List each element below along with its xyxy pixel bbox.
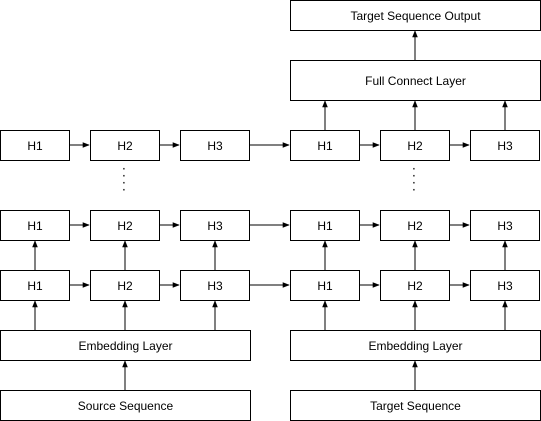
decoder-top-h3: H3 (470, 130, 540, 161)
node-label: H2 (407, 278, 423, 293)
node-label: H2 (117, 218, 133, 233)
node-label: H3 (497, 218, 513, 233)
encoder-bottom-h3: H3 (180, 270, 250, 301)
encoder-top-h2: H2 (90, 130, 160, 161)
decoder-embedding-label: Embedding Layer (368, 338, 463, 353)
decoder-top-h1: H1 (290, 130, 360, 161)
node-label: H3 (497, 138, 513, 153)
decoder-bottom-h2: H2 (380, 270, 450, 301)
encoder-bottom-h2: H2 (90, 270, 160, 301)
encoder-bottom-h1: H1 (0, 270, 70, 301)
decoder-mid-h2: H2 (380, 210, 450, 241)
decoder-ellipsis: · · · · (412, 162, 416, 197)
node-label: H1 (27, 138, 43, 153)
encoder-embedding-label: Embedding Layer (78, 338, 173, 353)
encoder-ellipsis: · · · · (122, 162, 126, 197)
node-label: H2 (117, 138, 133, 153)
node-label: H2 (117, 278, 133, 293)
decoder-embedding-layer-box: Embedding Layer (290, 330, 541, 361)
node-label: H2 (407, 218, 423, 233)
target-sequence-output-box: Target Sequence Output (290, 0, 541, 31)
encoder-mid-h3: H3 (180, 210, 250, 241)
node-label: H1 (27, 278, 43, 293)
target-sequence-output-label: Target Sequence Output (350, 8, 481, 23)
decoder-bottom-h1: H1 (290, 270, 360, 301)
target-sequence-label: Target Sequence (370, 398, 461, 413)
full-connect-layer-label: Full Connect Layer (365, 73, 466, 88)
decoder-mid-h1: H1 (290, 210, 360, 241)
source-sequence-box: Source Sequence (0, 390, 251, 421)
source-sequence-label: Source Sequence (77, 398, 174, 413)
target-sequence-box: Target Sequence (290, 390, 541, 421)
encoder-mid-h1: H1 (0, 210, 70, 241)
encoder-embedding-layer-box: Embedding Layer (0, 330, 251, 361)
node-label: H2 (407, 138, 423, 153)
encoder-mid-h2: H2 (90, 210, 160, 241)
node-label: H1 (27, 218, 43, 233)
full-connect-layer-box: Full Connect Layer (290, 60, 541, 101)
encoder-top-h1: H1 (0, 130, 70, 161)
node-label: H1 (317, 278, 333, 293)
decoder-bottom-h3: H3 (470, 270, 540, 301)
node-label: H3 (207, 218, 223, 233)
node-label: H3 (207, 138, 223, 153)
decoder-top-h2: H2 (380, 130, 450, 161)
node-label: H3 (207, 278, 223, 293)
node-label: H3 (497, 278, 513, 293)
node-label: H1 (317, 218, 333, 233)
node-label: H1 (317, 138, 333, 153)
encoder-top-h3: H3 (180, 130, 250, 161)
decoder-mid-h3: H3 (470, 210, 540, 241)
